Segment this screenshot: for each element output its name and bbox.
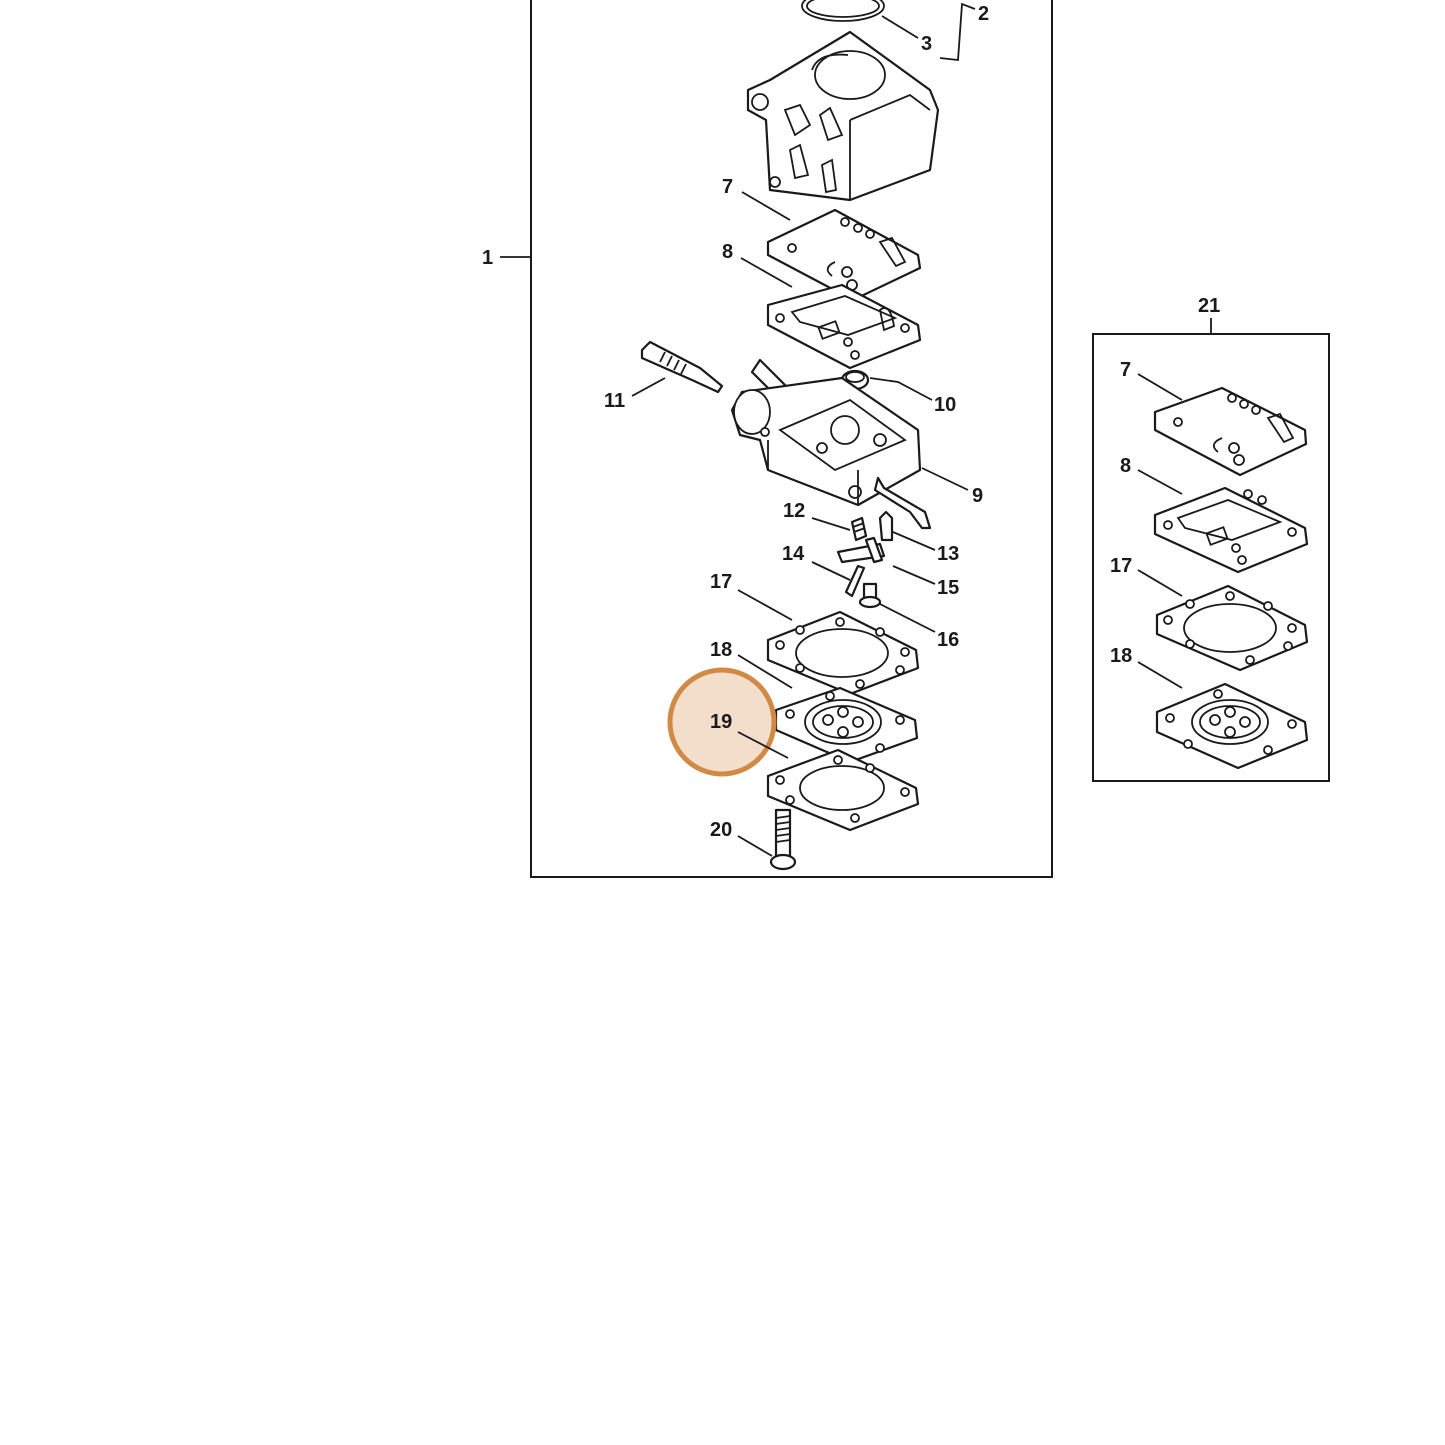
label-20[interactable]: 20 [710,819,732,841]
leader-10 [869,377,933,401]
leader-8 [740,257,793,288]
gasket-17 [766,610,920,696]
kit-leader-18 [1137,661,1183,689]
kit-label-7[interactable]: 7 [1120,359,1131,381]
label-16[interactable]: 16 [937,629,959,651]
pin-14 [844,564,866,598]
gasket-19 [766,748,920,832]
o-ring-part [801,0,885,22]
label-19[interactable]: 19 [710,711,732,733]
assembly-frame-1 [530,0,1053,878]
o-ring-part-inner [806,0,880,18]
label-10[interactable]: 10 [934,394,956,416]
leader-14 [811,561,851,581]
label-12[interactable]: 12 [783,500,805,522]
lever-15 [836,536,886,564]
leader-2 [939,2,976,61]
label-2[interactable]: 2 [978,3,989,25]
adjusting-screw-11 [640,340,724,394]
kit-label-17[interactable]: 17 [1110,555,1132,577]
diaphragm-18 [774,686,919,764]
label-7[interactable]: 7 [722,176,733,198]
label-15[interactable]: 15 [937,577,959,599]
leader-16 [879,603,936,633]
gasket-7 [766,208,922,302]
kit-label-8[interactable]: 8 [1120,455,1131,477]
leader-11 [631,377,666,397]
kit-leader-7 [1137,373,1183,401]
leader-12 [811,517,851,531]
inlet-needle-13 [878,510,894,542]
leader-19 [737,731,789,759]
kit-label-18[interactable]: 18 [1110,645,1132,667]
leader-9 [921,467,969,491]
label-3[interactable]: 3 [921,33,932,55]
leader-18 [737,654,793,689]
kit-leader-17 [1137,569,1183,597]
screw-16 [858,582,882,609]
screw-20 [769,808,797,871]
kit-gasket-17 [1155,584,1309,672]
label-1[interactable]: 1 [482,247,493,269]
spring-12 [850,516,868,542]
kit-leader-8 [1137,469,1183,495]
carburetor-body-9 [730,358,932,530]
carburetor-top-housing [746,30,940,202]
leader-15 [892,565,936,585]
label-9[interactable]: 9 [972,485,983,507]
label-13[interactable]: 13 [937,543,959,565]
leader-17 [737,589,793,621]
kit-diaphragm-18 [1155,682,1309,770]
leader-20 [737,835,773,857]
label-18[interactable]: 18 [710,639,732,661]
label-14[interactable]: 14 [782,543,805,565]
kit-gasket-8 [1153,486,1309,574]
leader-3 [881,15,919,39]
label-21[interactable]: 21 [1198,295,1220,317]
gasket-8 [766,283,922,370]
highlight-19[interactable] [667,667,777,777]
kit-gasket-7 [1153,386,1308,477]
leader-7 [741,191,791,221]
label-17[interactable]: 17 [710,571,732,593]
label-8[interactable]: 8 [722,241,733,263]
label-11[interactable]: 11 [604,390,625,412]
leader-13 [892,531,936,551]
